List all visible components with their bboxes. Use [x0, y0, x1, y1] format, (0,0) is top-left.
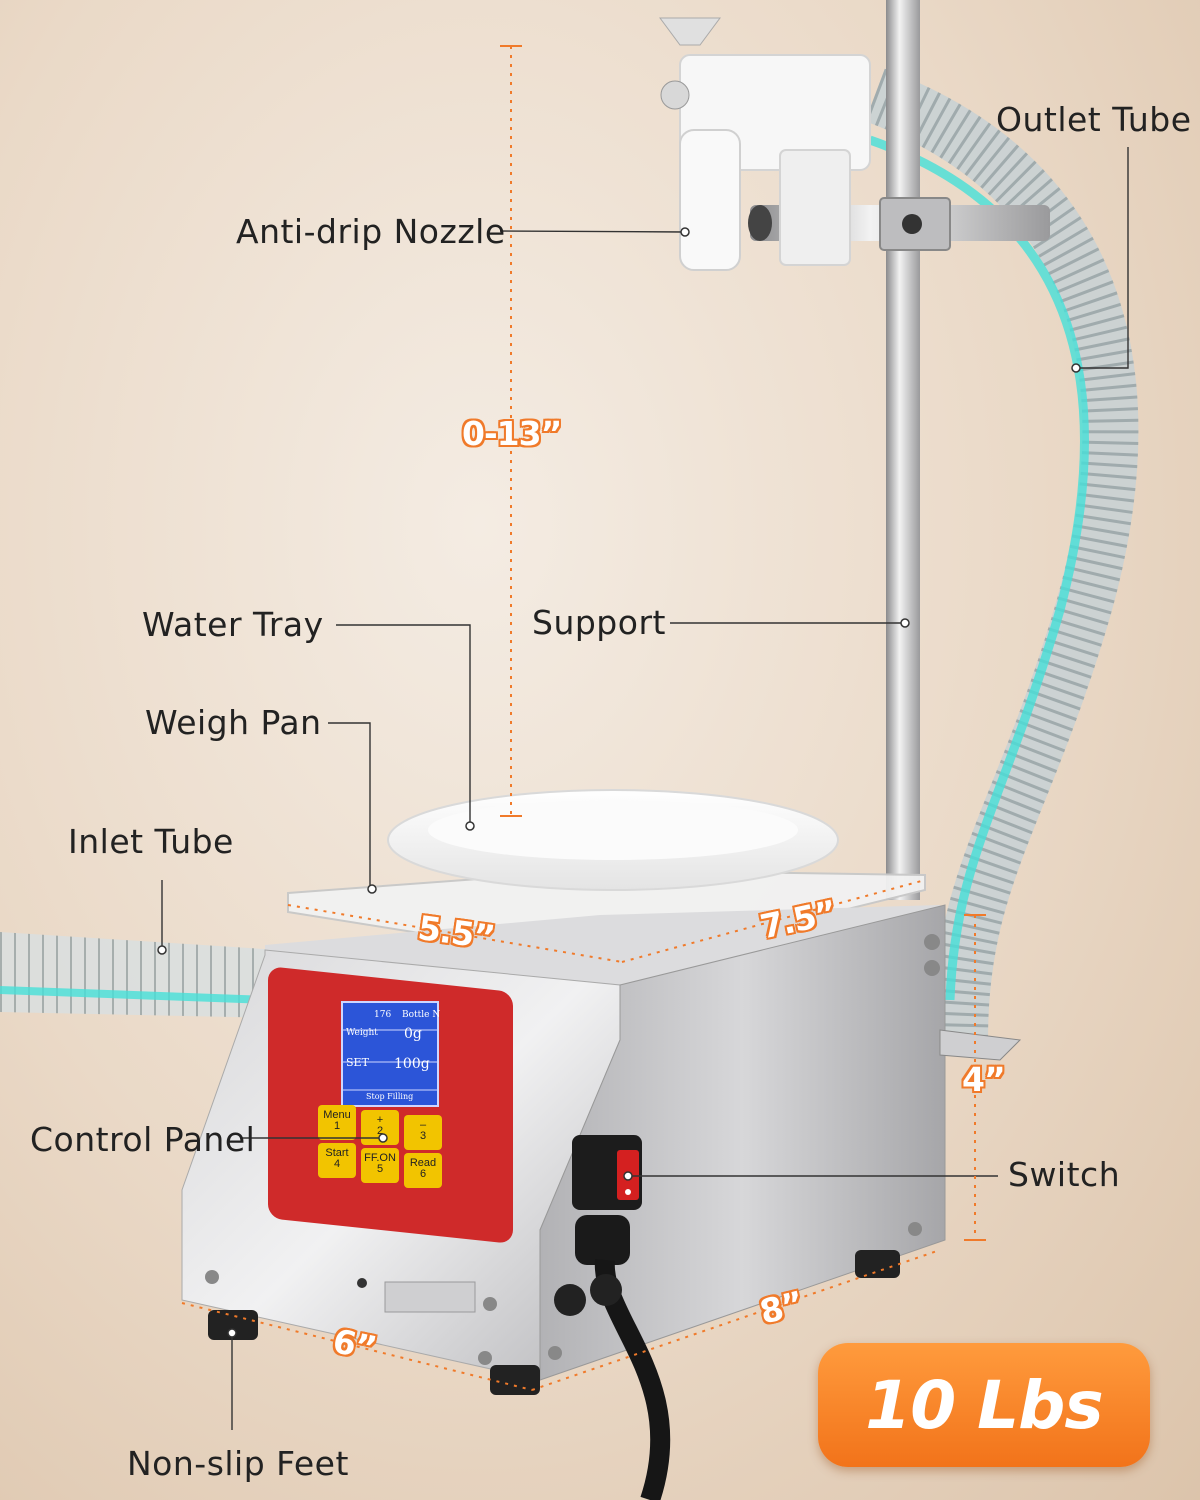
- dim-height-range: 0-13”: [462, 414, 562, 453]
- label-inlet-tube: Inlet Tube: [68, 822, 234, 861]
- lcd-weight-label: Weight: [346, 1028, 378, 1038]
- leader-outlet: [1076, 147, 1129, 369]
- foot: [490, 1365, 540, 1395]
- anti-drip-nozzle-shape: [679, 129, 741, 271]
- lcd-count: 176: [374, 1010, 392, 1020]
- dim-tray-depth-line: [621, 879, 926, 963]
- support-rod: [886, 0, 920, 900]
- leader-nozzle: [499, 230, 686, 233]
- label-outlet-tube: Outlet Tube: [996, 100, 1192, 139]
- inlet-tube-core: [0, 986, 271, 1004]
- leader-weigh-pan: [328, 722, 371, 889]
- weight-badge: 10 Lbs: [818, 1343, 1150, 1467]
- leader-water-tray: [336, 624, 471, 826]
- lcd-set-value: 100g: [394, 1056, 430, 1072]
- label-anti-drip-nozzle: Anti-drip Nozzle: [236, 212, 506, 251]
- dim-body-width-line: [181, 1302, 533, 1391]
- label-water-tray: Water Tray: [142, 605, 324, 644]
- label-control-panel: Control Panel: [30, 1120, 256, 1159]
- weight-badge-text: 10 Lbs: [865, 1366, 1103, 1444]
- lcd-set-label: SET: [346, 1056, 369, 1069]
- lcd-display: 176 Bottle N Weight 0g SET 100g Stop Fil…: [344, 1006, 440, 1104]
- key-plus[interactable]: +2: [376, 1114, 384, 1137]
- label-switch: Switch: [1008, 1155, 1121, 1194]
- label-non-slip-feet: Non-slip Feet: [127, 1444, 349, 1483]
- dim-body-height: 4”: [962, 1060, 1006, 1099]
- foot: [855, 1250, 900, 1278]
- lcd-screen: [341, 1001, 439, 1107]
- key-minus[interactable]: –3: [419, 1119, 427, 1142]
- lcd-mode: Bottle N: [402, 1010, 441, 1020]
- label-weigh-pan: Weigh Pan: [145, 703, 322, 742]
- foot: [208, 1310, 258, 1340]
- label-support: Support: [532, 603, 666, 642]
- lcd-weight-value: 0g: [404, 1026, 422, 1042]
- lcd-status: Stop Filling: [366, 1092, 414, 1101]
- dim-tray-width-line: [287, 904, 623, 963]
- inlet-tube-shape: [0, 932, 280, 1018]
